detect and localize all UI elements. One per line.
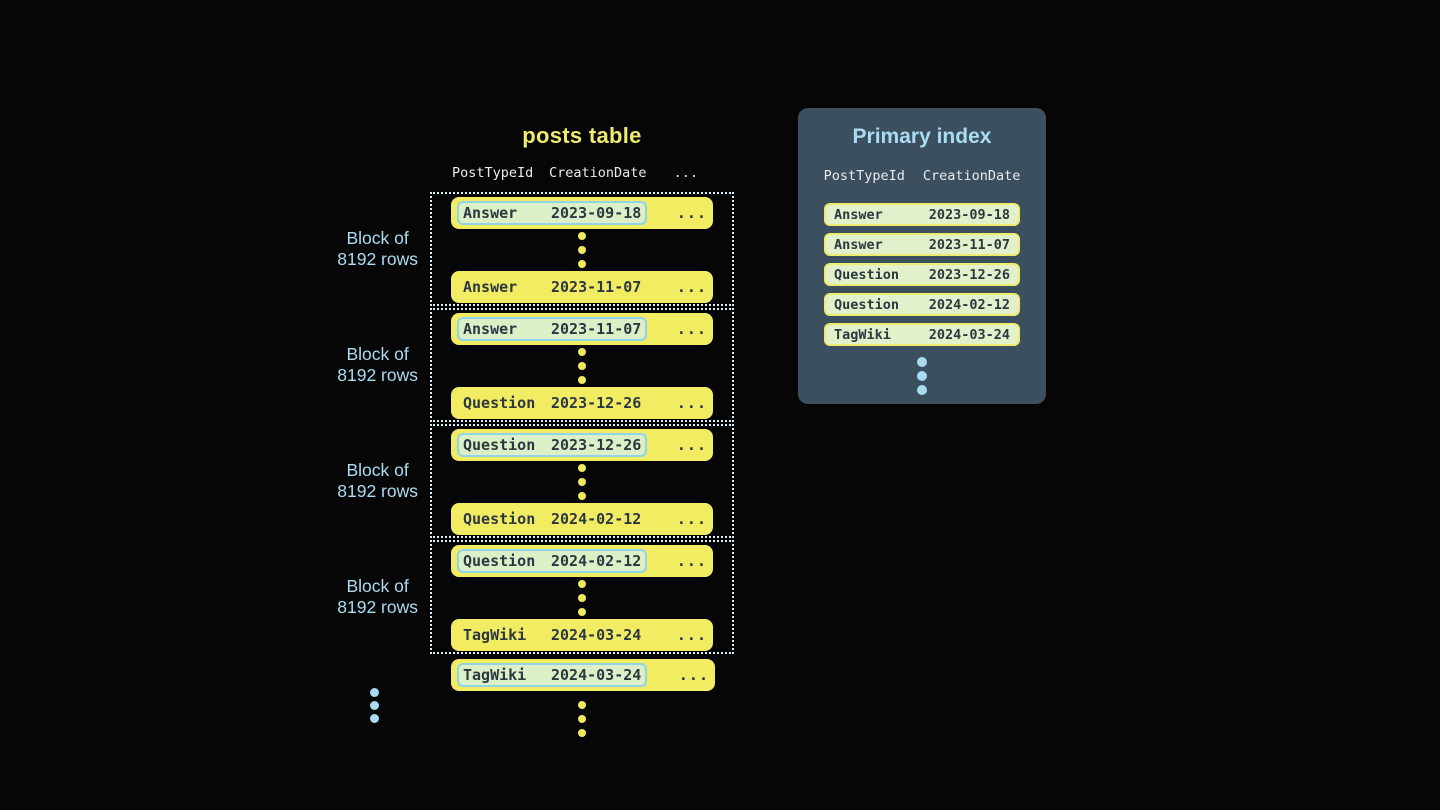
index-entry-1: Answer 2023-09-18 [824,203,1020,226]
hidden-rows-ellipsis [451,345,713,387]
creationdate-value: 2023-11-07 [928,236,1010,253]
primary-index-panel: Primary index PostTypeId CreationDate An… [798,108,1046,404]
index-header-creationdate: CreationDate [922,168,1021,184]
row-more-columns: ... [678,666,709,684]
row-more-columns: ... [676,436,707,454]
more-rows-ellipsis [430,698,734,740]
indexed-row-highlight: Answer 2023-11-07 [457,317,648,341]
next-block-start: TagWiki 2024-03-24 ... [430,659,734,691]
posttypeid-value: TagWiki [834,326,891,343]
row-more-columns: ... [676,510,707,528]
posts-block-4: Block of 8192 rows Question 2024-02-12 .… [337,540,734,654]
indexed-row-highlight: Question 2023-12-26 [457,433,648,457]
posttypeid-value: Answer [834,206,883,223]
creationdate-value: 2023-12-26 [551,436,642,454]
creationdate-value: 2024-02-12 [551,552,642,570]
block-label-line1: Block of [346,344,409,364]
creationdate-value: 2023-09-18 [551,204,642,222]
block-label-line1: Block of [346,228,409,248]
posts-header-creationdate: CreationDate [549,165,647,181]
posttypeid-value: Question [463,552,536,570]
indexed-row-highlight: TagWiki 2024-03-24 [457,663,648,687]
primary-index-entries: Answer 2023-09-18 Answer 2023-11-07 Ques… [798,203,1046,346]
index-entry-2: Answer 2023-11-07 [824,233,1020,256]
table-row-block4-last: TagWiki 2024-03-24 ... [451,619,713,651]
row-values: Question 2023-12-26 [457,391,647,415]
creationdate-value: 2024-03-24 [551,666,642,684]
creationdate-value: 2023-12-26 [928,266,1010,283]
posttypeid-value: Question [463,436,536,454]
block-label-line1: Block of [346,460,409,480]
creationdate-value: 2023-12-26 [551,394,642,412]
hidden-rows-ellipsis [451,577,713,619]
table-row-block1-first: Answer 2023-09-18 ... [451,197,713,229]
creationdate-value: 2024-02-12 [928,296,1010,313]
creationdate-value: 2023-09-18 [928,206,1010,223]
posttypeid-value: Question [463,394,536,412]
posts-header-more-columns: ... [673,165,698,181]
index-header-posttypeid: PostTypeId [823,168,905,184]
hidden-rows-ellipsis [451,229,713,271]
posttypeid-value: Question [834,266,900,283]
posttypeid-value: Answer [834,236,883,253]
block-label-line2: 8192 rows [337,597,418,617]
index-entry-4: Question 2024-02-12 [824,293,1020,316]
indexed-row-highlight: Answer 2023-09-18 [457,201,648,225]
block-size-label: Block of 8192 rows [337,344,418,386]
creationdate-value: 2023-11-07 [551,320,642,338]
table-row-block4-first: Question 2024-02-12 ... [451,545,713,577]
posttypeid-value: Answer [463,278,518,296]
row-more-columns: ... [676,278,707,296]
block-size-label: Block of 8192 rows [337,228,418,270]
table-row-block2-first: Answer 2023-11-07 ... [451,313,713,345]
table-row-overflow: TagWiki 2024-03-24 ... [451,659,715,691]
indexed-row-highlight: Question 2024-02-12 [457,549,648,573]
creationdate-value: 2024-03-24 [551,626,642,644]
row-more-columns: ... [676,626,707,644]
primary-index-header: PostTypeId CreationDate [798,168,1046,185]
posttypeid-value: TagWiki [463,626,527,644]
primary-index-title: Primary index [852,125,992,148]
table-row-block1-last: Answer 2023-11-07 ... [451,271,713,303]
posts-block-3: Block of 8192 rows Question 2023-12-26 .… [337,424,734,538]
block-label-line2: 8192 rows [337,481,418,501]
creationdate-value: 2024-03-24 [928,326,1010,343]
block-size-label: Block of 8192 rows [337,576,418,618]
posttypeid-value: Answer [463,204,518,222]
posttypeid-value: Question [834,296,900,313]
index-entry-5: TagWiki 2024-03-24 [824,323,1020,346]
more-index-entries-ellipsis [798,355,1046,397]
row-more-columns: ... [676,394,707,412]
index-entry-3: Question 2023-12-26 [824,263,1020,286]
table-row-block3-last: Question 2024-02-12 ... [451,503,713,535]
creationdate-value: 2023-11-07 [551,278,642,296]
table-row-block3-first: Question 2023-12-26 ... [451,429,713,461]
block-label-line1: Block of [346,576,409,596]
block-label-line2: 8192 rows [337,249,418,269]
posts-header-posttypeid: PostTypeId [452,165,534,181]
posts-table-title: posts table [522,123,642,148]
row-more-columns: ... [676,552,707,570]
posts-block-2: Block of 8192 rows Answer 2023-11-07 ...… [337,308,734,422]
posts-table-section: posts table PostTypeId CreationDate ... … [337,122,734,740]
row-values: Answer 2023-11-07 [457,275,647,299]
row-more-columns: ... [676,320,707,338]
creationdate-value: 2024-02-12 [551,510,642,528]
posttypeid-value: TagWiki [463,666,527,684]
posts-block-1: Block of 8192 rows Answer 2023-09-18 ...… [337,192,734,306]
row-values: TagWiki 2024-03-24 [457,623,647,647]
block-label-line2: 8192 rows [337,365,418,385]
block-size-label: Block of 8192 rows [337,460,418,502]
posttypeid-value: Answer [463,320,518,338]
row-more-columns: ... [676,204,707,222]
row-values: Question 2024-02-12 [457,507,647,531]
posttypeid-value: Question [463,510,536,528]
table-row-block2-last: Question 2023-12-26 ... [451,387,713,419]
posts-blocks: Block of 8192 rows Answer 2023-09-18 ...… [337,192,734,654]
more-blocks-ellipsis [370,686,379,725]
posts-table-header: PostTypeId CreationDate ... [430,164,734,182]
hidden-rows-ellipsis [451,461,713,503]
